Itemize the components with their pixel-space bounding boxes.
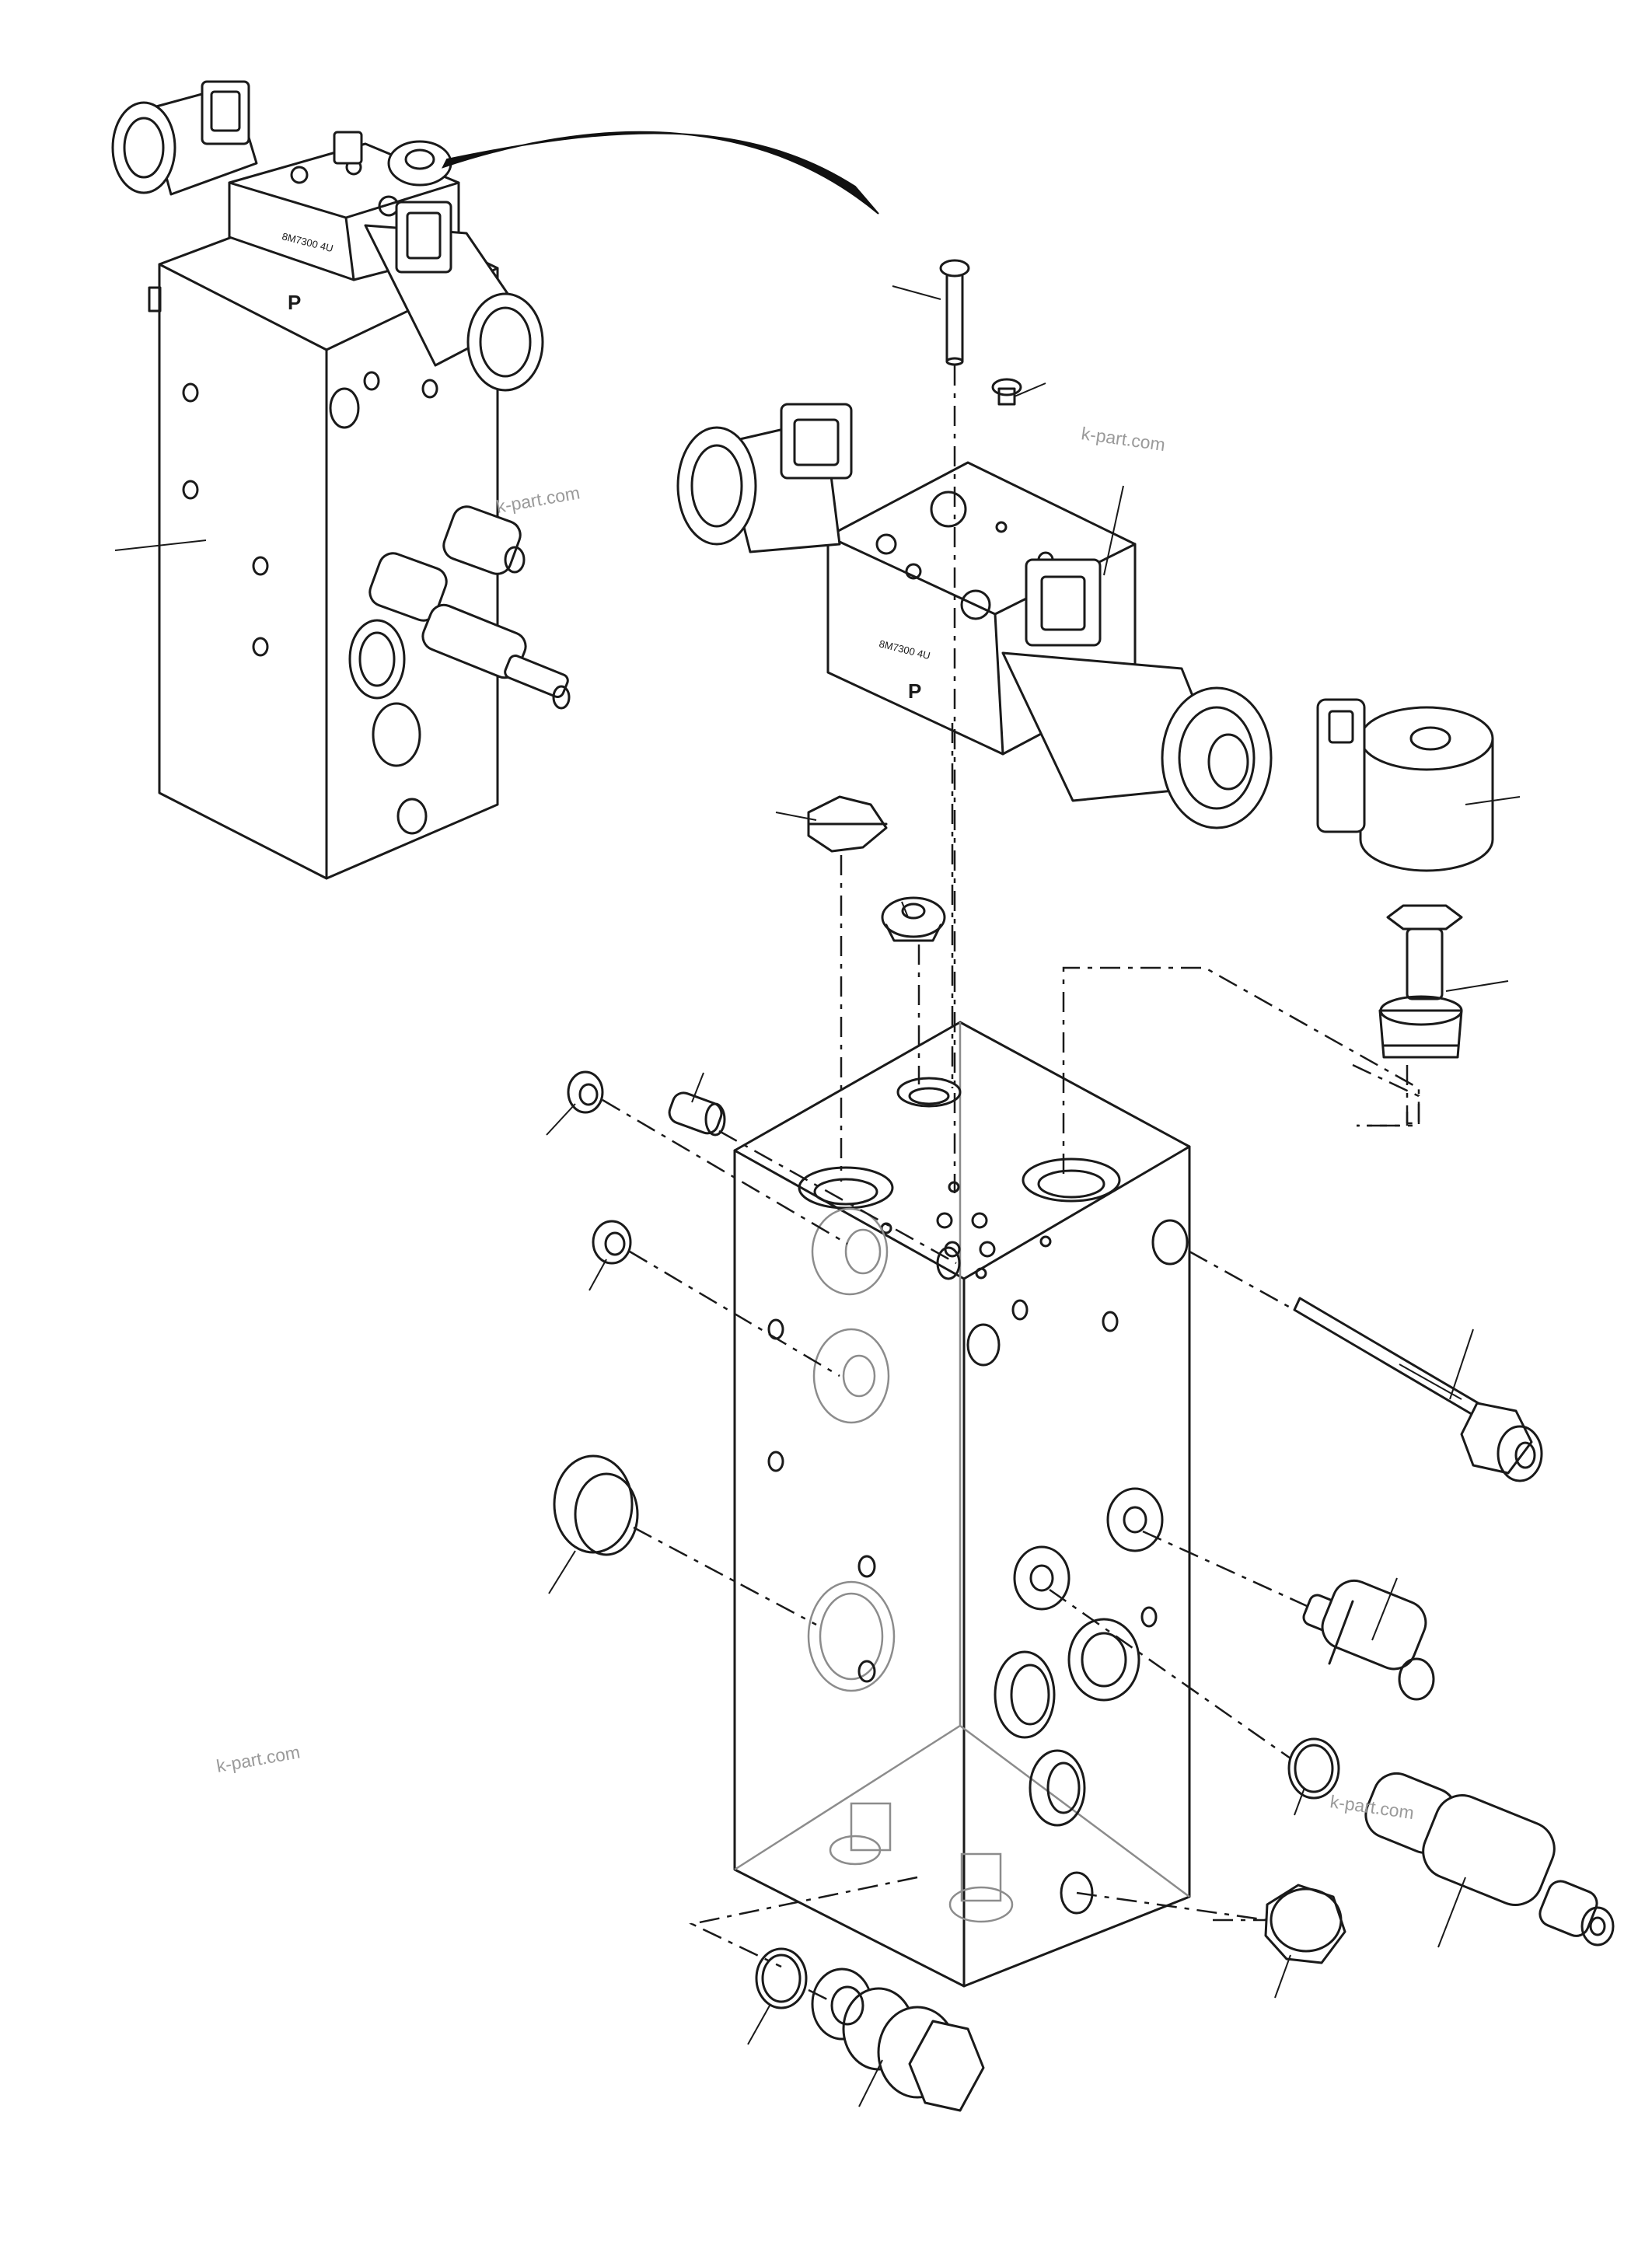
watermark-top-right: k-part.com — [1080, 423, 1166, 455]
assembly-arrow — [442, 131, 879, 215]
pin — [668, 1091, 726, 1136]
assembly-lines — [602, 365, 1420, 2003]
port-letter: P — [908, 679, 921, 703]
tie-rod-bolt — [1293, 1297, 1543, 1482]
solenoid-stem — [1378, 904, 1463, 1059]
directional-valve: 8M7300 4U P — [676, 403, 1273, 829]
pressure-cartridge — [1364, 1772, 1615, 1947]
port-plug-b — [592, 1220, 632, 1265]
watermark-bottom-left: k-part.com — [215, 1741, 302, 1775]
small-plug — [991, 378, 1022, 406]
o-ring-right — [1287, 1737, 1340, 1800]
o-ring-bottom — [755, 1947, 808, 2009]
assembled-cartridge-valves — [368, 505, 571, 710]
manifold-block — [733, 1021, 1191, 1988]
assembled-directional-valve: 8M7300 4U P — [111, 80, 544, 392]
relief-cartridge-small — [1302, 1580, 1435, 1701]
hex-plug-top — [807, 795, 888, 853]
assembled-port-letter: P — [288, 291, 301, 314]
mounting-screw — [939, 259, 970, 366]
socket-plug-top — [881, 896, 946, 942]
leader-lines — [114, 285, 1521, 2107]
hex-plug-bottom-right — [1264, 1884, 1346, 1964]
watermark-top-left: k-part.com — [494, 482, 582, 516]
seal-ring-large — [553, 1454, 639, 1556]
check-cartridge — [811, 1967, 985, 2112]
port-plug-a — [567, 1070, 604, 1114]
assembled-valve-block — [148, 193, 499, 880]
solenoid-coil — [1316, 698, 1494, 872]
